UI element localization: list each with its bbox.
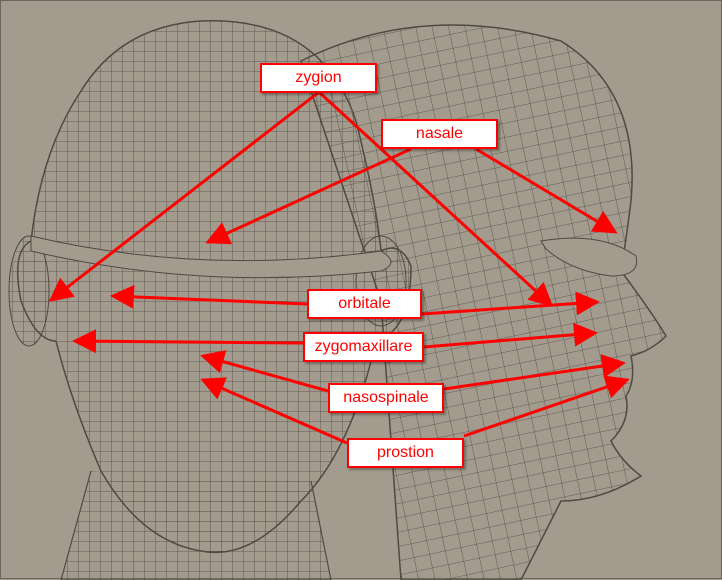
label-prostion: prostion: [347, 438, 464, 468]
nasospinale-arrow-profile: [443, 354, 626, 391]
orbitale-arrow-profile: [421, 291, 600, 316]
profile-brow-plane: [540, 237, 638, 277]
orbitale-arrow-front: [110, 284, 308, 309]
nasospinale-arrow-front: [200, 350, 329, 393]
prostion-arrow-profile: [463, 375, 630, 438]
neck: [60, 470, 332, 580]
arrows: [48, 90, 630, 445]
prostion-arrow-front: [200, 377, 348, 445]
zygomaxillare-arrow-front: [72, 329, 304, 354]
nasale-arrow-front: [205, 147, 412, 245]
nasale-arrow-profile: [475, 147, 618, 234]
label-zygion: zygion: [260, 63, 377, 93]
label-nasospinale: nasospinale: [328, 383, 444, 413]
eyebrow-plane: [30, 235, 392, 279]
label-nasale: nasale: [381, 119, 498, 149]
label-zygomaxillare: zygomaxillare: [303, 332, 424, 362]
zygomaxillare-arrow-profile: [423, 322, 598, 349]
zygion-arrow-front: [48, 90, 320, 302]
zygion-arrow-profile: [317, 90, 554, 308]
label-orbitale: orbitale: [307, 289, 422, 319]
